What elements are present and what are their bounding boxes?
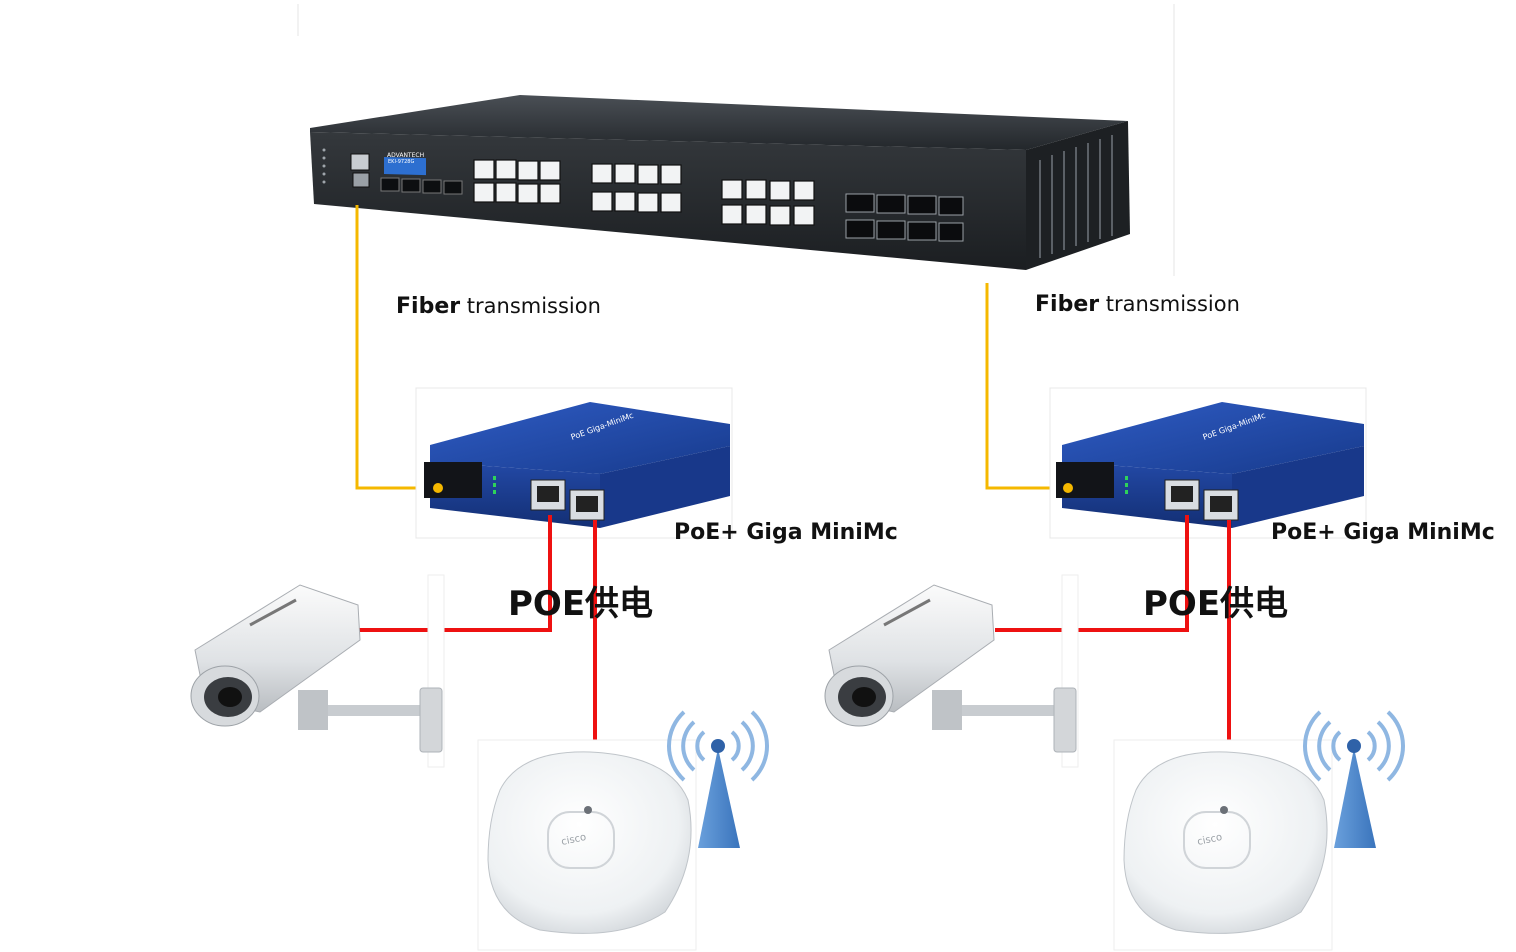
wireless-access-point-icon: cisco <box>1113 739 1333 951</box>
security-camera-icon <box>190 574 445 768</box>
switch-model-text: EKI-9728G <box>388 159 414 165</box>
poe-power-label-left: POE供电 <box>508 584 654 624</box>
fiber-cable-left <box>355 205 438 490</box>
media-converter-icon: PoE Giga-MiniMc <box>1049 387 1367 539</box>
converter-label-right: PoE+ Giga MiniMc <box>1271 520 1495 545</box>
fiber-label-rest: transmission <box>460 294 601 318</box>
ap-brand-text: cisco <box>1196 832 1223 848</box>
media-converter-icon: PoE Giga-MiniMc <box>415 387 733 539</box>
switch-brand-text: ADVANTECH <box>387 152 424 159</box>
wireless-access-point-icon: cisco <box>477 739 697 951</box>
converter-label-left: PoE+ Giga MiniMc <box>674 520 898 545</box>
wifi-signal-icon <box>666 710 770 848</box>
security-camera-icon <box>824 574 1079 768</box>
fiber-cable-right <box>985 283 1068 490</box>
fiber-label-rest: transmission <box>1099 292 1240 316</box>
poe-cable-left <box>356 515 597 740</box>
fiber-transmission-label-right: Fiber transmission <box>1035 292 1240 317</box>
poe-cable-right <box>995 515 1231 740</box>
poe-power-label-right: POE供电 <box>1143 584 1289 624</box>
fiber-transmission-label-left: Fiber transmission <box>396 294 601 319</box>
network-switch-icon: ADVANTECH EKI-9728G <box>310 95 1130 270</box>
wifi-signal-icon <box>1302 710 1406 848</box>
ap-brand-text: cisco <box>560 832 587 848</box>
fiber-label-strong: Fiber <box>1035 292 1100 317</box>
fiber-label-strong: Fiber <box>396 294 461 319</box>
